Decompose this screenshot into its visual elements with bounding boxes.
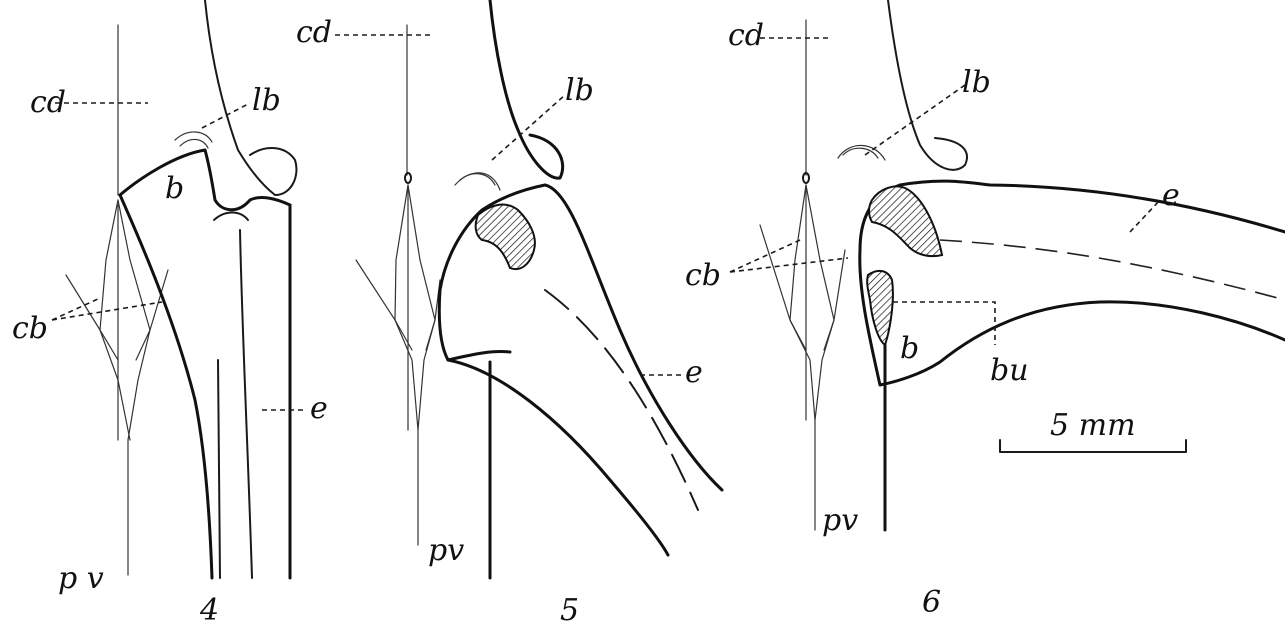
fig6-cb-leader-b xyxy=(730,240,800,272)
fig4-cb-leader-a xyxy=(52,298,100,320)
fig4-label-pv: p v xyxy=(58,561,104,596)
scale-bar: 5 mm xyxy=(1000,408,1186,452)
fig5-label-lb: lb xyxy=(565,73,594,108)
fig6-label-cb: cb xyxy=(685,258,721,293)
fig5-fiber-left xyxy=(395,185,418,430)
fig4-number: 4 xyxy=(199,593,219,628)
fig6-b-hatched xyxy=(867,271,893,345)
fig5-number: 5 xyxy=(560,593,579,628)
fig6-label-b: b xyxy=(900,331,919,366)
fig4-label-b: b xyxy=(165,171,184,206)
fig6-fiber-left xyxy=(790,185,815,420)
fig6-label-e: e xyxy=(1162,178,1180,213)
fig4-arc-2 xyxy=(180,139,208,148)
fig4-b-outline-left xyxy=(120,195,212,578)
fig6-label-cd: cd xyxy=(728,18,764,53)
fig4-label-e: e xyxy=(310,391,328,426)
fig5-label-e: e xyxy=(685,355,703,390)
fig4-cb-leader-b xyxy=(52,302,162,320)
fig6-label-bu: bu xyxy=(990,353,1029,388)
figure-6: cd lb e cb b bu pv 6 5 mm xyxy=(685,0,1285,620)
fig4-socket xyxy=(214,213,248,221)
fig6-fiber-right xyxy=(806,185,834,420)
fig5-fiber-right xyxy=(408,185,435,430)
figure-4: cd lb b cb e p v 4 xyxy=(12,0,328,628)
fig6-cb-leader-a xyxy=(730,258,848,272)
fig4-lb-leader xyxy=(202,103,250,128)
fig6-fiber-out-right xyxy=(824,250,845,350)
fig4-arc-1 xyxy=(175,132,212,142)
fig4-b-outline-top xyxy=(120,150,290,210)
fig6-lb-leader xyxy=(865,85,965,155)
fig6-e-leader xyxy=(1130,200,1160,232)
fig4-label-cd: cd xyxy=(30,85,66,120)
fig6-inner-dashline xyxy=(940,240,1285,300)
fig5-inner-line xyxy=(545,290,698,510)
fig4-lb-curve xyxy=(205,0,296,195)
fig5-socket-hatched xyxy=(476,205,535,270)
fig6-upper-edge xyxy=(900,181,1285,232)
fig5-node xyxy=(405,173,411,183)
fig5-outgrowth-right xyxy=(545,185,722,490)
fig6-number: 6 xyxy=(922,585,941,620)
fig4-shaft-mid xyxy=(240,230,252,578)
fig6-fiber-out-left xyxy=(760,225,806,350)
fig4-shaft-left-inner xyxy=(218,360,220,578)
fig6-label-lb: lb xyxy=(962,65,991,100)
scale-bar-label: 5 mm xyxy=(1050,408,1136,443)
fig4-fiber-out-left xyxy=(66,275,118,360)
figure-5: cd lb e pv 5 xyxy=(296,0,722,628)
fig6-lb-curve xyxy=(888,0,967,170)
fig4-label-cb: cb xyxy=(12,311,48,346)
fig6-label-pv: pv xyxy=(822,503,858,538)
fig4-label-lb: lb xyxy=(252,83,281,118)
fig5-fiber-out-left xyxy=(356,260,412,350)
fig6-socket-hatched xyxy=(869,187,942,257)
fig5-label-pv: pv xyxy=(428,533,464,568)
fig5-label-cd: cd xyxy=(296,15,332,50)
fig4-fiber-out-right xyxy=(136,270,168,360)
